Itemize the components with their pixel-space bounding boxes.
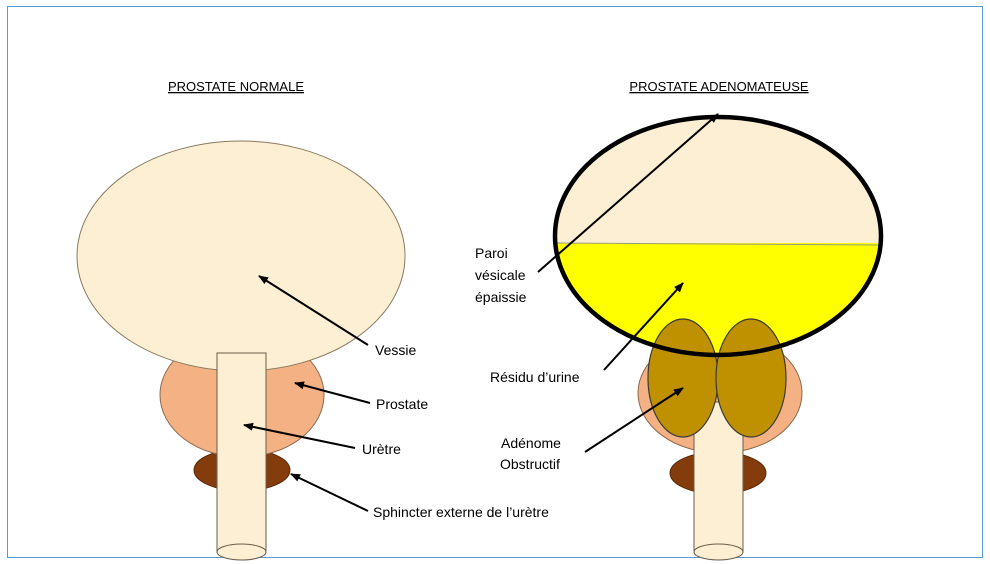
title-adenomateuse: PROSTATE ADENOMATEUSE [629, 79, 808, 94]
adenoma-left-lobe [648, 319, 718, 437]
urethra-opening [694, 544, 743, 560]
label-prostate: Prostate [376, 396, 428, 412]
urethra-opening [217, 544, 266, 560]
label-adenome-1: Adénome [501, 435, 561, 451]
label-paroi-2: vésicale [475, 267, 526, 283]
arrow-sphincter [291, 474, 368, 511]
label-vessie: Vessie [375, 342, 416, 358]
label-paroi-1: Paroi [475, 245, 508, 261]
adenoma-right-lobe [716, 319, 786, 437]
urine-residue-shape [550, 243, 890, 363]
label-paroi-3: épaissie [475, 289, 527, 305]
urethra-shape [217, 353, 266, 552]
normal-prostate-group: PROSTATE NORMALE Vessie Prostate Urètre … [77, 79, 549, 560]
adenomatous-prostate-group: PROSTATE ADENOMATEUSE [475, 79, 890, 560]
label-adenome-2: Obstructif [500, 456, 560, 472]
title-normal: PROSTATE NORMALE [168, 79, 304, 94]
label-sphincter: Sphincter externe de l’urètre [373, 504, 549, 520]
label-residu: Résidu d’urine [490, 369, 580, 385]
label-uretre: Urètre [362, 441, 401, 457]
